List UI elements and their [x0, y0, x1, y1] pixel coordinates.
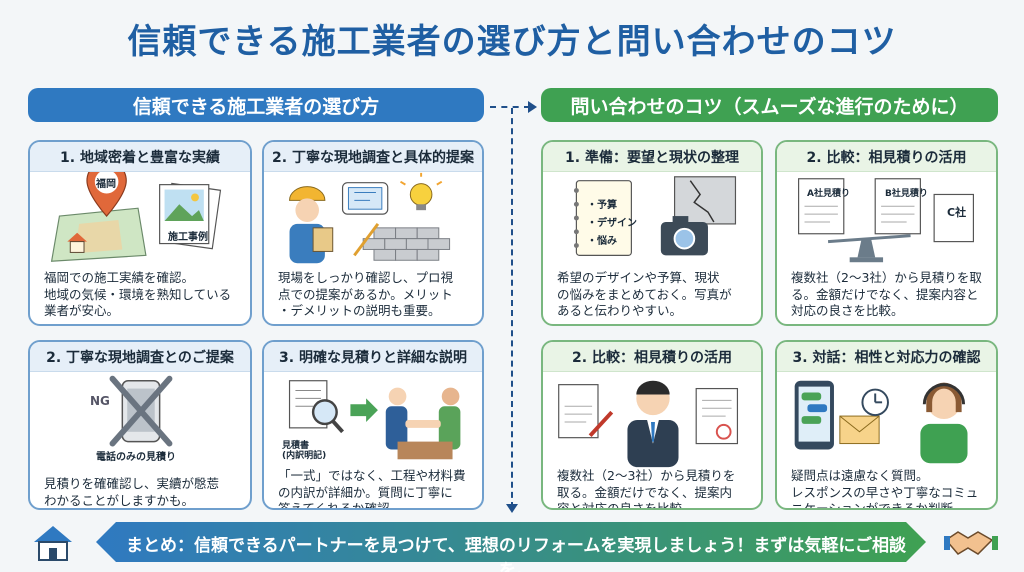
house-icon	[67, 232, 87, 253]
ruler-icon	[353, 223, 380, 257]
photo-stack-icon	[159, 182, 222, 250]
brick-wall-icon	[362, 227, 451, 261]
card-compare-estimates-1: 2. 比較：相見積りの活用 A社見積り B社見積り C社 複数社（2〜3社）から…	[775, 140, 998, 326]
arrow-down-icon	[506, 504, 518, 513]
magnifier-icon	[311, 399, 345, 434]
card-description: 希望のデザインや予算、現状 の悩みをまとめておく。写真が あると伝わりやすい。	[557, 270, 732, 318]
support-agent-icon	[920, 382, 968, 464]
card-heading: 1. 地域密着と豊富な実績	[30, 142, 250, 172]
card-heading: 2. 丁寧な現地調査と具体的提案	[264, 142, 482, 172]
advisor-compare-illustration	[558, 380, 739, 468]
card-phone-only-estimate-ng: 2. 丁寧な現地調査とのご提案 NG 電話のみの見積り 見積りを確確認し、実續が…	[28, 340, 252, 510]
card-heading: 3. 明確な見積りと詳細な説明	[264, 342, 482, 372]
dialogue-illustration	[794, 380, 968, 464]
arrow-right-icon	[528, 101, 537, 113]
site-survey-illustration	[289, 172, 451, 264]
card-heading: 2. 比較：相見積りの活用	[777, 142, 996, 172]
smartphone-chat-icon	[794, 380, 834, 450]
connector-line-horizontal	[490, 106, 530, 108]
worker-icon	[289, 186, 334, 264]
card-compare-estimates-2: 2. 比較：相見積りの活用 複数社（2〜3社）から見積りを 取る。金額だけでなく…	[541, 340, 763, 510]
clock-icon	[861, 388, 889, 417]
arrow-right-icon	[350, 398, 378, 422]
connector-line-vertical	[511, 108, 513, 508]
phone-label: 電話のみの見積り	[96, 452, 176, 463]
estimate-document-a-icon	[798, 178, 845, 235]
house-icon	[34, 526, 72, 561]
estimate-explanation-illustration	[288, 380, 461, 460]
estimate-a-label: A社見積り	[807, 189, 850, 199]
card-description: 「一式」ではなく、工程や材料費 の内訳が詳細か。質問に丁寧に 答えてくれるか確認…	[278, 468, 466, 510]
card-description: 複数社（2〜3社）から見積りを取 る。金額だけでなく、提案内容と 対応の良さを比…	[791, 270, 982, 318]
estimate-document-label: 見積書 (内訳明記)	[282, 441, 327, 461]
card-heading: 2. 丁寧な現地調査とのご提案	[30, 342, 250, 372]
document-with-pen-icon	[558, 384, 614, 439]
card-dialogue: 3. 対話：相性と対応力の確認	[775, 340, 998, 510]
card-site-survey-proposal: 2. 丁寧な現地調査と具体的提案	[262, 140, 484, 326]
note-item-concerns: ・悩み	[587, 236, 617, 247]
cracked-wall-photo-icon	[673, 176, 737, 225]
blueprint-bubble-icon	[341, 182, 389, 215]
lightbulb-icon	[399, 172, 443, 211]
pin-label: 福岡	[96, 179, 116, 190]
card-heading: 1. 準備：要望と現状の整理	[543, 142, 761, 172]
card-heading: 2. 比較：相見積りの活用	[543, 342, 761, 372]
estimate-c-label: C社	[947, 206, 967, 219]
card-local-track-record: 1. 地域密着と豊富な実績 福岡 施工事例 福岡での施工実績を確認。 地域の気候…	[28, 140, 252, 326]
advisor-icon	[627, 380, 679, 468]
page-title: 信頼できる施工業者の選び方と問い合わせのコツ	[127, 22, 897, 62]
notebook-icon	[573, 180, 632, 256]
card-description: 疑問点は遠慮なく質問。 レスポンスの早さや丁寧なコミュ ニケーションができるか判…	[791, 468, 979, 510]
card-description: 複数社（2〜3社）から見積りを 取る。金額だけでなく、提案内 容と対応の良さを比…	[557, 468, 736, 510]
balance-scale-icon	[827, 234, 911, 263]
note-item-budget: ・予算	[587, 200, 617, 211]
estimate-document-b-icon	[874, 178, 921, 235]
document-with-stamp-icon	[695, 387, 739, 445]
card-clear-estimate: 3. 明確な見積りと詳細な説明 見積書 (内訳明記)	[262, 340, 484, 510]
summary-arrow-bar	[96, 522, 926, 562]
ng-label: NG	[90, 394, 110, 408]
note-item-design: ・デザイン	[587, 218, 637, 229]
envelope-icon	[839, 415, 880, 445]
card-preparation: 1. 準備：要望と現状の整理 ・予算 ・デザイン ・悩み 希望のデザインや予算、…	[541, 140, 763, 326]
camera-icon	[660, 216, 708, 256]
card-description: 現場をしっかり確認し、プロ視 点での提案があるか。メリット ・デメリットの説明も…	[278, 270, 454, 318]
handshake-icon	[385, 387, 461, 460]
summary-text: まとめ：信頼できるパートナーを見つけて、理想のリフォームを実現しましょう！まずは…	[126, 536, 906, 572]
left-section-banner: 信頼できる施工業者の選び方	[28, 88, 484, 122]
estimate-document-c-icon	[933, 193, 975, 243]
card-heading: 3. 対話：相性と対応力の確認	[777, 342, 996, 372]
cross-icon	[109, 375, 173, 447]
phone-ng-illustration	[109, 375, 173, 447]
right-section-banner: 問い合わせのコツ（スムーズな進行のために）	[541, 88, 998, 122]
estimate-b-label: B社見積り	[885, 189, 928, 199]
photo-label: 施工事例	[168, 232, 208, 243]
card-description: 福岡での施工実績を確認。 地域の気候・環境を熟知している 業者が安心。	[44, 270, 232, 318]
handshake-icon	[944, 531, 998, 555]
card-description: 見積りを確確認し、実續が慇莣 わかることがしますかも。	[44, 476, 220, 508]
map-pin-illustration	[50, 172, 222, 262]
preparation-illustration	[573, 176, 737, 256]
compare-estimates-illustration	[798, 178, 975, 263]
